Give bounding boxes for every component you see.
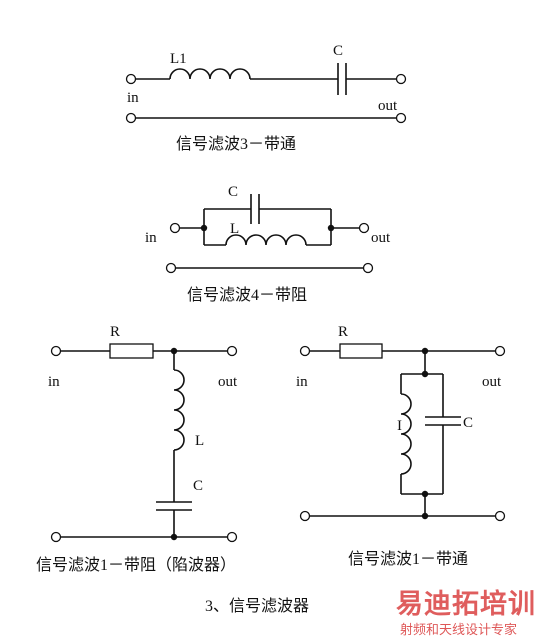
c2-in-label: in — [145, 230, 157, 246]
c4-inductor-i — [400, 393, 412, 475]
c3-resistor-label: R — [110, 324, 120, 340]
c1-inductor-label: L1 — [170, 51, 187, 67]
c1-in-terminal — [125, 73, 137, 85]
c1-out-label: out — [378, 98, 398, 114]
c2-out-ground-terminal — [362, 262, 374, 274]
watermark-brand: 易迪拓培训 — [396, 589, 536, 620]
c4-capacitor-c — [425, 416, 461, 426]
c2-capacitor-label: C — [228, 184, 238, 200]
circuit-notch-filter: R L C in out 信号滤波1－带阻（陷波器） — [36, 324, 238, 574]
circuit-bandpass-shunt-tank: R I C in out 信号滤波1－带通 — [296, 324, 506, 568]
c4-resistor-r — [339, 343, 383, 359]
circuit-bandstop-parallel: C L in out 信号滤波4－带阻 — [145, 184, 391, 304]
c1-out-terminal — [395, 73, 407, 85]
c4-out-label: out — [482, 374, 502, 390]
c3-in-terminal — [50, 345, 62, 357]
c1-capacitor-label: C — [333, 43, 343, 59]
c2-inductor-label: L — [230, 221, 239, 237]
c4-in-ground-terminal — [299, 510, 311, 522]
c3-out-terminal — [226, 345, 238, 357]
c2-caption: 信号滤波4－带阻 — [187, 286, 307, 304]
c4-capacitor-label: C — [463, 415, 473, 431]
c4-caption: 信号滤波1－带通 — [348, 550, 468, 568]
c2-inductor-l — [225, 234, 307, 246]
figure-caption: 3、信号滤波器 — [205, 597, 309, 615]
c1-caption: 信号滤波3－带通 — [176, 135, 296, 153]
watermark-logo: 易迪拓培训 射频和天线设计专家 — [396, 589, 536, 638]
c2-in-terminal — [169, 222, 181, 234]
c1-out-ground-terminal — [395, 112, 407, 124]
c3-capacitor-label: C — [193, 478, 203, 494]
c2-left-junction — [200, 224, 208, 232]
c4-resistor-label: R — [338, 324, 348, 340]
c3-out-ground-terminal — [226, 531, 238, 543]
c2-capacitor-c — [250, 194, 260, 224]
c2-right-junction — [327, 224, 335, 232]
c3-inductor-label: L — [195, 433, 204, 449]
c2-out-terminal — [358, 222, 370, 234]
c3-in-label: in — [48, 374, 60, 390]
c3-resistor-r — [109, 343, 154, 359]
c1-in-label: in — [127, 90, 139, 106]
watermark-tagline: 射频和天线设计专家 — [400, 622, 517, 638]
c3-out-label: out — [218, 374, 238, 390]
c4-in-terminal — [299, 345, 311, 357]
c4-inductor-label: I — [397, 418, 402, 434]
c4-out-terminal — [494, 345, 506, 357]
c3-inductor-l — [173, 369, 185, 451]
c4-tank-top-junction — [421, 370, 429, 378]
c1-in-ground-terminal — [125, 112, 137, 124]
c3-in-ground-terminal — [50, 531, 62, 543]
c1-inductor-l1 — [169, 68, 251, 80]
c4-in-label: in — [296, 374, 308, 390]
c2-in-ground-terminal — [165, 262, 177, 274]
circuit-bandpass-series: L1 C in out 信号滤波3－带通 — [125, 43, 407, 153]
c2-out-label: out — [371, 230, 391, 246]
c1-capacitor-c — [337, 63, 347, 95]
c3-caption: 信号滤波1－带阻（陷波器） — [36, 556, 236, 574]
c3-capacitor-c — [156, 501, 192, 511]
c4-out-ground-terminal — [494, 510, 506, 522]
